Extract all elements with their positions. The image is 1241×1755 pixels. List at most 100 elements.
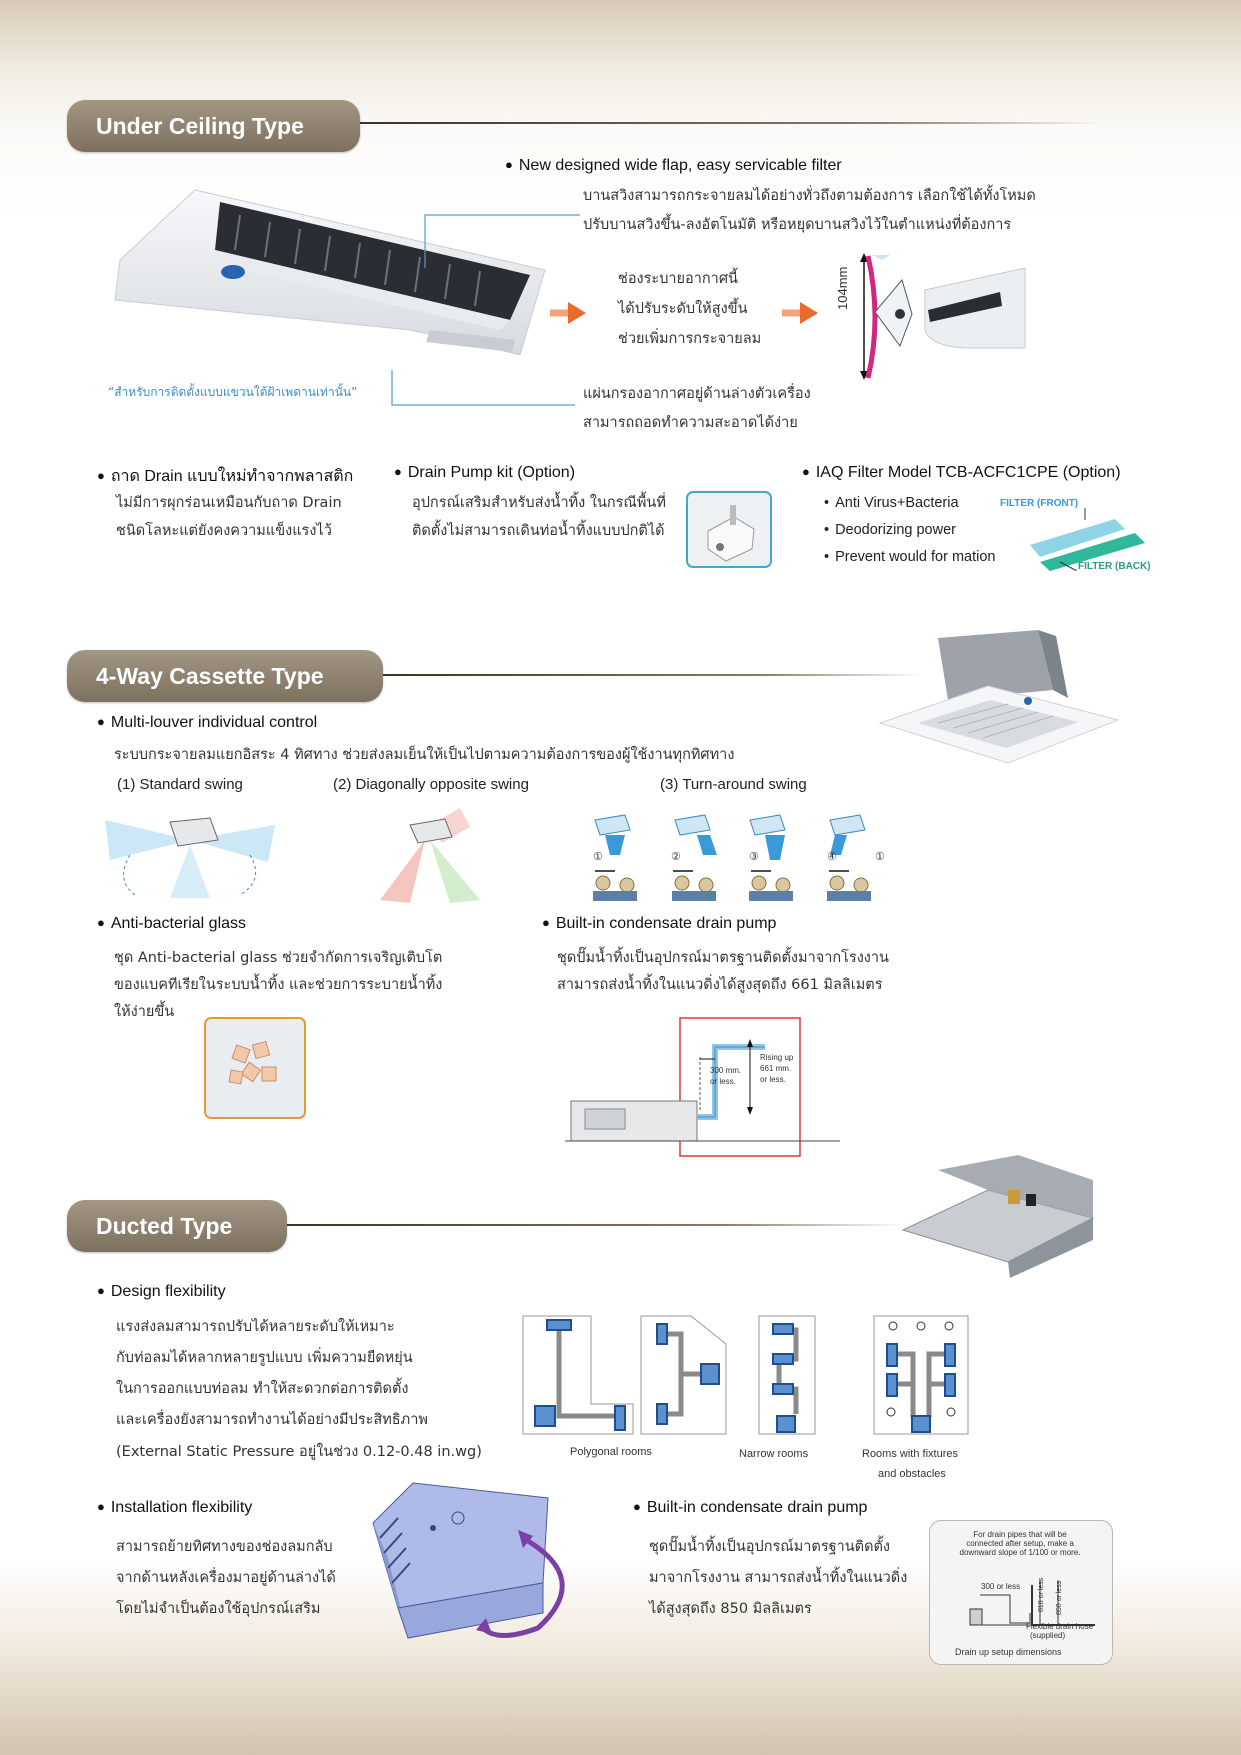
bullet-heading-multi-louver: Multi-louver individual control <box>97 714 317 732</box>
room-layout-diagrams <box>522 1315 969 1435</box>
cassette-pump-desc-2: สามารถส่งน้ำทิ้งในแนวดิ่งได้สูงสุดถึง 66… <box>557 977 883 993</box>
glass-desc-1: ชุด Anti-bacterial glass ช่วยจำกัดการเจร… <box>114 950 443 966</box>
dia-300-label: 300 mm. <box>710 1066 742 1075</box>
under-ceiling-unit-image <box>114 189 546 356</box>
vent-desc-1: ช่องระบายอากาศนี้ <box>618 271 738 287</box>
dia-rise-sub: or less. <box>760 1075 786 1084</box>
step-number-2: ② <box>671 851 681 863</box>
section-title: Ducted Type <box>96 1213 233 1239</box>
box-818-label: 818 or less <box>1038 1577 1045 1612</box>
iaq-item-1: Anti Virus+Bacteria <box>824 495 958 511</box>
carrier-logo-icon <box>221 265 245 279</box>
filter-back-label: FILTER (BACK) <box>1078 561 1151 572</box>
design-line-5: (External Static Pressure อยู่ในช่วง 0.1… <box>116 1444 482 1460</box>
filter-desc-2: สามารถถอดทำความสะอาดได้ง่าย <box>583 415 798 431</box>
filter-desc-1: แผ่นกรองอากาศอยู่ด้านล่างตัวเครื่อง <box>583 386 811 402</box>
design-line-1: แรงส่งลมสามารถปรับได้หลายระดับให้เหมาะ <box>116 1319 395 1335</box>
iaq-item-3: Prevent would for mation <box>824 549 995 565</box>
bullet-heading-installation-flexibility: Installation flexibility <box>97 1499 252 1517</box>
box-hose-sub: (supplied) <box>1030 1631 1066 1640</box>
room-label-polygonal: Polygonal rooms <box>570 1446 652 1458</box>
box-note-3: downward slope of 1/100 or more. <box>959 1548 1081 1557</box>
box-hose-label: Flexible drain hose <box>1026 1622 1094 1631</box>
drain-pump-kit-image <box>686 491 772 568</box>
ducted-install-image <box>372 1482 565 1639</box>
iaq-item-2: Deodorizing power <box>824 522 956 538</box>
bullet-heading-flap: New designed wide flap, easy servicable … <box>505 157 842 175</box>
design-line-3: ในการออกแบบท่อลม ทำให้สะดวกต่อการติดตั้ง <box>116 1381 409 1397</box>
drain-desc-2: ชนิดโลหะแต่ยังคงความแข็งแรงไว้ <box>116 523 332 539</box>
section-header-under-ceiling: Under Ceiling Type <box>67 100 360 152</box>
drain-setup-box <box>929 1520 1113 1665</box>
step-number-3: ③ <box>749 851 759 863</box>
bullet-heading-anti-bacterial: Anti-bacterial glass <box>97 915 246 933</box>
ducted-unit-image <box>901 1155 1095 1278</box>
dia-rise-value: 661 mm. <box>760 1064 792 1073</box>
section-header-cassette: 4-Way Cassette Type <box>67 650 383 702</box>
swing-label-diagonal: (2) Diagonally opposite swing <box>333 776 529 793</box>
dia-300-sub: or less. <box>710 1077 736 1086</box>
louver-desc: ระบบกระจายลมแยกอิสระ 4 ทิศทาง ช่วยส่งลมเ… <box>114 747 735 763</box>
step-number-4: ④ <box>827 851 837 863</box>
bullet-heading-design-flexibility: Design flexibility <box>97 1283 226 1301</box>
design-line-2: กับท่อลมได้หลากหลายรูปแบบ เพิ่มความยืดหย… <box>116 1350 413 1366</box>
cassette-drain-diagram <box>565 1017 840 1157</box>
bullet-heading-drain-tray: ถาด Drain แบบใหม่ทำจากพลาสติก <box>97 464 353 489</box>
step-number-5: ① <box>875 851 885 863</box>
cassette-pump-desc-1: ชุดปั๊มน้ำทิ้งเป็นอุปกรณ์มาตรฐานติดตั้งม… <box>557 950 889 966</box>
carrier-logo-icon <box>1024 697 1032 705</box>
filter-front-label: FILTER (FRONT) <box>1000 498 1079 509</box>
room-label-fixtures-2: and obstacles <box>878 1468 946 1480</box>
install-note: “สำหรับการติดตั้งแบบแขวนใต้ฝ้าเพดานเท่าน… <box>108 385 358 399</box>
diagonal-swing-image <box>380 808 480 903</box>
room-label-fixtures-1: Rooms with fixtures <box>862 1448 958 1460</box>
box-note-1: For drain pipes that will be <box>973 1530 1067 1539</box>
box-850-label: 850 or less <box>1056 1580 1063 1615</box>
design-line-4: และเครื่องยังสามารถทำงานได้อย่างมีประสิท… <box>116 1412 428 1428</box>
step-number-1: ① <box>593 851 603 863</box>
box-caption: Drain up setup dimensions <box>955 1647 1062 1657</box>
room-label-narrow: Narrow rooms <box>739 1448 809 1460</box>
swing-label-turnaround: (3) Turn-around swing <box>660 776 807 793</box>
install-line-2: จากด้านหลังเครื่องมาอยู่ด้านล่างได้ <box>116 1570 336 1586</box>
bullet-heading-ducted-pump: Built-in condensate drain pump <box>633 1499 868 1517</box>
standard-swing-image <box>105 817 275 898</box>
flap-dimension-diagram <box>860 253 1026 380</box>
anti-bacterial-glass-image <box>204 1017 306 1119</box>
section-title: 4-Way Cassette Type <box>96 663 324 689</box>
section-header-ducted: Ducted Type <box>67 1200 287 1252</box>
glass-desc-3: ให้ง่ายขึ้น <box>114 1004 175 1020</box>
pump-kit-desc-2: ติดตั้งไม่สามารถเดินท่อน้ำทิ้งแบบปกติได้ <box>412 523 665 539</box>
header-rule <box>360 122 1100 124</box>
vent-desc-2: ได้ปรับระดับให้สูงขึ้น <box>618 301 748 317</box>
callout-lines <box>391 214 580 406</box>
dimension-label: 104mm <box>835 266 850 310</box>
ducted-pump-line-1: ชุดปั๊มน้ำทิ้งเป็นอุปกรณ์มาตรฐานติดตั้ง <box>649 1539 891 1555</box>
vent-desc-3: ช่วยเพิ่มการกระจายลม <box>618 331 762 347</box>
install-line-1: สามารถย้ายทิศทางของช่องลมกลับ <box>116 1539 333 1555</box>
flap-desc-2: ปรับบานสวิงขึ้น-ลงอัตโนมัติ หรือหยุดบานส… <box>583 217 1012 233</box>
drain-setup-diagram <box>969 1580 1095 1626</box>
swing-label-standard: (1) Standard swing <box>117 776 243 793</box>
bullet-heading-cassette-pump: Built-in condensate drain pump <box>542 915 777 933</box>
header-rule <box>287 1224 907 1226</box>
iaq-filter-image <box>1030 508 1145 571</box>
flap-desc-1: บานสวิงสามารถกระจายลมได้อย่างทั่วถึงตามต… <box>583 188 1036 204</box>
header-rule <box>383 674 923 676</box>
ducted-pump-line-2: มาจากโรงงาน สามารถส่งน้ำทิ้งในแนวดิ่ง <box>649 1570 908 1586</box>
pump-kit-desc-1: อุปกรณ์เสริมสำหรับส่งน้ำทิ้ง ในกรณีพื้นท… <box>412 495 666 511</box>
drain-desc-1: ไม่มีการผุกร่อนเหมือนกับถาด Drain <box>116 495 342 511</box>
bullet-heading-drain-pump-kit: Drain Pump kit (Option) <box>394 464 575 482</box>
ducted-pump-line-3: ได้สูงสุดถึง 850 มิลลิเมตร <box>649 1601 812 1617</box>
box-note-2: connected after setup, make a <box>966 1539 1074 1548</box>
arrow-right-icon <box>550 302 586 324</box>
box-300-label: 300 or less <box>981 1582 1021 1591</box>
arrow-right-icon <box>782 302 818 324</box>
section-title: Under Ceiling Type <box>96 113 304 139</box>
cassette-unit-image <box>878 630 1120 764</box>
bullet-heading-iaq-filter: IAQ Filter Model TCB-ACFC1CPE (Option) <box>802 464 1121 482</box>
install-line-3: โดยไม่จำเป็นต้องใช้อุปกรณ์เสริม <box>116 1601 321 1617</box>
dia-rise-label: Rising up <box>760 1053 794 1062</box>
glass-desc-2: ของแบคทีเรียในระบบน้ำทิ้ง และช่วยการระบา… <box>114 977 443 993</box>
turnaround-swing-image <box>593 814 871 901</box>
